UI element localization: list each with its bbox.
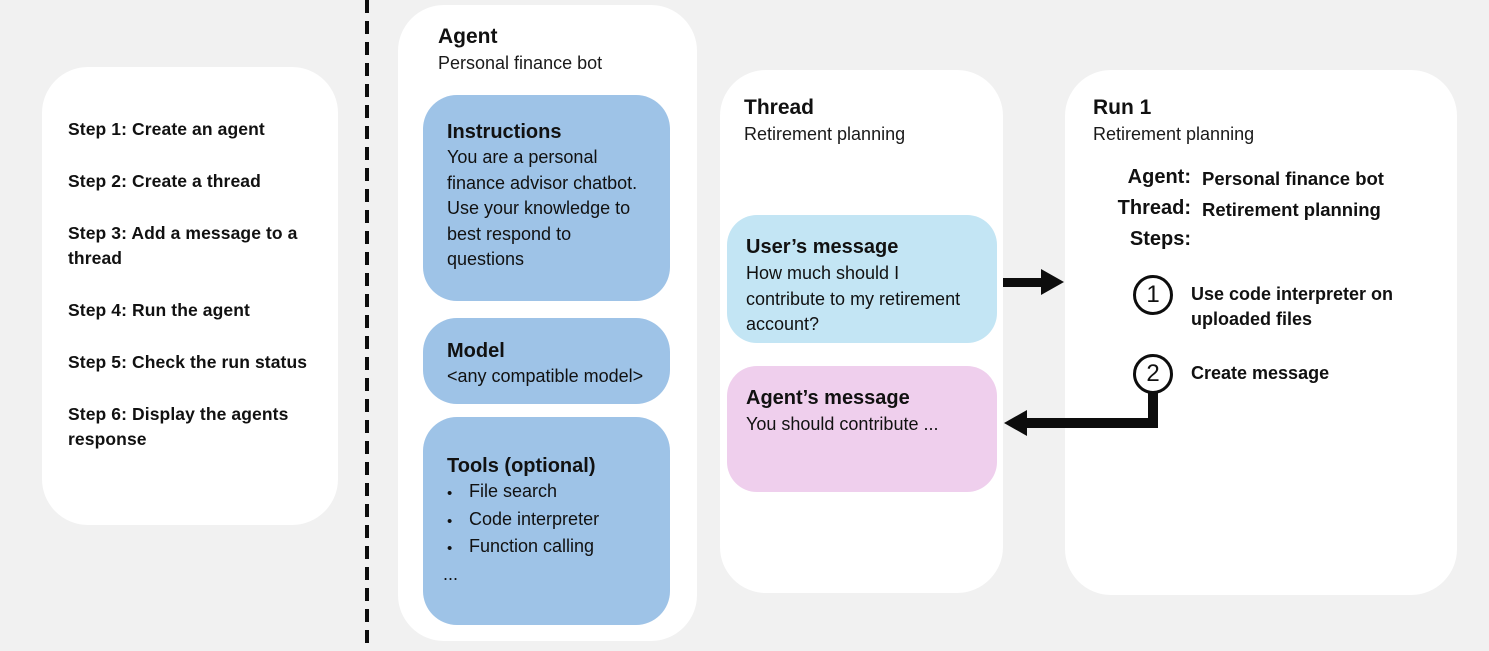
run-card: Run 1 Retirement planning Agent: Persona… [1065, 70, 1457, 595]
step-list-item: Step 6: Display the agents response [68, 404, 289, 449]
user-message-box: User’s message How much should I contrib… [727, 215, 997, 343]
tool-label: Code interpreter [469, 508, 600, 529]
agent-message-body: You should contribute ... [746, 414, 939, 434]
thread-card: Thread Retirement planning User’s messag… [720, 70, 1003, 593]
arrow-return-vertical-shaft [1148, 380, 1158, 428]
step-list-item: Step 3: Add a message to a thread [68, 223, 298, 268]
step-number-circle-icon: 1 [1133, 275, 1173, 315]
tool-list-item: • Function calling [447, 534, 650, 562]
tools-ellipsis: ... [443, 563, 459, 584]
step-list-item: Step 5: Check the run status [68, 352, 308, 372]
run-field-value: Retirement planning [1202, 199, 1381, 220]
instructions-body: You are a personal finance advisor chatb… [447, 147, 638, 269]
model-box: Model <any compatible model> [423, 318, 670, 404]
tool-label: Function calling [469, 536, 595, 556]
steps-panel: Step 1: Create an agent Step 2: Create a… [42, 67, 338, 525]
arrow-return-horizontal-shaft [1026, 418, 1158, 428]
user-message-body: How much should I contribute to my retir… [746, 263, 961, 334]
agent-message-box: Agent’s message You should contribute ..… [727, 366, 997, 492]
run-field-label: Steps: [1129, 228, 1191, 250]
step-list-item: Step 4: Run the agent [68, 300, 250, 320]
agent-message-title: Agent’s message [746, 387, 910, 409]
run-field-label: Thread: [1117, 197, 1191, 219]
run-card-subtitle: Retirement planning [1093, 124, 1255, 144]
step-list-item: Step 2: Create a thread [68, 171, 261, 191]
bullet-icon: • [447, 485, 453, 502]
run-field-label: Agent: [1127, 166, 1191, 188]
run-step-text: Create message [1191, 363, 1330, 383]
arrow-right-icon [1041, 269, 1064, 295]
run-step-text: Use code interpreter on uploaded files [1191, 284, 1394, 329]
run-field-value: Personal finance bot [1202, 168, 1384, 189]
thread-card-title: Thread [744, 96, 815, 119]
model-body: <any compatible model> [447, 366, 644, 386]
run-card-title: Run 1 [1093, 96, 1152, 119]
step-list-item: Step 1: Create an agent [68, 119, 265, 139]
run-step-row: 2 Create message [1133, 354, 1457, 394]
tool-list-item: • File search [447, 479, 650, 507]
instructions-title: Instructions [447, 121, 562, 143]
agent-card-subtitle: Personal finance bot [438, 53, 603, 73]
run-field-value [1202, 227, 1457, 251]
bullet-icon: • [447, 512, 453, 530]
run-step-row: 1 Use code interpreter on uploaded files [1133, 275, 1457, 332]
user-message-title: User’s message [746, 236, 899, 258]
step-number-circle-icon: 2 [1133, 354, 1173, 394]
bullet-icon: • [447, 540, 453, 557]
run-steps-list: 1 Use code interpreter on uploaded files… [1093, 275, 1457, 394]
model-title: Model [447, 340, 505, 362]
run-fields: Agent: Personal finance bot Thread: Reti… [1093, 165, 1457, 251]
agent-card-title: Agent [438, 25, 498, 48]
agent-card: Agent Personal finance bot Instructions … [398, 5, 697, 641]
tools-box: Tools (optional) • File search • Code in… [423, 417, 670, 625]
tools-title: Tools (optional) [447, 455, 596, 477]
thread-card-subtitle: Retirement planning [744, 124, 906, 144]
tool-label: File search [469, 481, 558, 501]
arrow-right-shaft [1003, 278, 1043, 287]
tool-list-item: • Code interpreter [447, 507, 650, 535]
dashed-divider [365, 0, 369, 651]
instructions-box: Instructions You are a personal finance … [423, 95, 670, 301]
arrow-left-icon [1004, 410, 1027, 436]
